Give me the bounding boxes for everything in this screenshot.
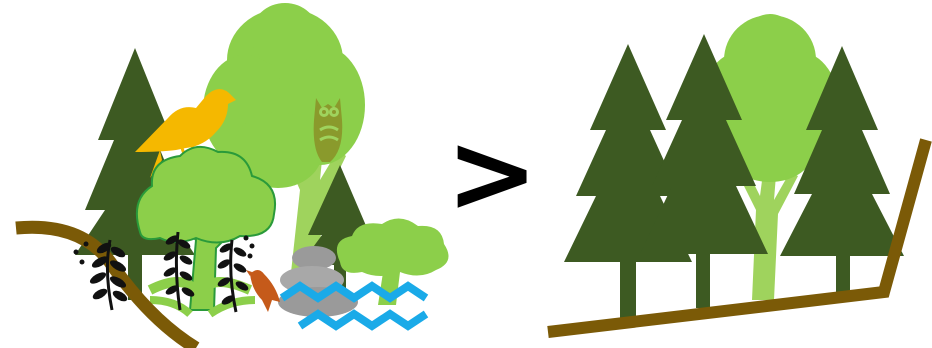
simple-forest-panel: [548, 14, 926, 332]
robin-icon: [246, 270, 280, 312]
diverse-forest-panel: [16, 3, 449, 348]
greater-than-symbol: >: [446, 118, 530, 228]
